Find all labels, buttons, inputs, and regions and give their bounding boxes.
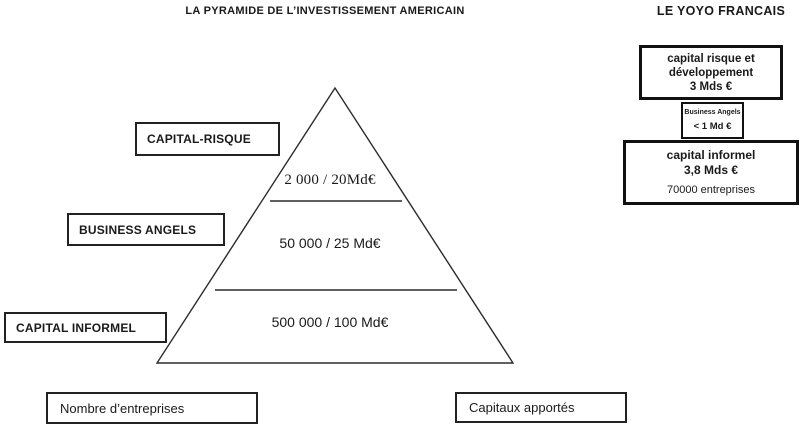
tier-capital-informel-value: 500 000 / 100 Md€ xyxy=(271,314,389,330)
label-capital-informel: CAPITAL INFORMEL xyxy=(16,320,137,335)
label-capital-risque: CAPITAL-RISQUE xyxy=(147,132,251,146)
pyramid-triangle xyxy=(155,86,515,364)
yoyo-box1-amount: 3 Mds € xyxy=(689,81,733,93)
yoyo-box3-label: capital informel xyxy=(666,148,756,162)
title-french-yoyo: LE YOYO FRANCAIS xyxy=(656,4,786,18)
axis-label-number-of-companies: Nombre d’entreprises xyxy=(60,400,185,416)
title-us-pyramid: LA PYRAMIDE DE L’INVESTISSEMENT AMERICAI… xyxy=(185,5,465,17)
yoyo-box-business-angels: Business Angels < 1 Md € xyxy=(681,102,744,139)
label-box-capital-risque: CAPITAL-RISQUE xyxy=(135,122,280,156)
yoyo-box2-label: Business Angels xyxy=(684,109,741,116)
yoyo-box1-line2: développement xyxy=(668,67,754,79)
yoyo-box3-companies: 70000 entreprises xyxy=(666,184,756,196)
axis-box-capital-provided: Capitaux apportés xyxy=(455,392,627,423)
yoyo-box-capital-informel: capital informel 3,8 Mds € 70000 entrepr… xyxy=(623,140,799,205)
tier-business-angels-value: 50 000 / 25 Md€ xyxy=(279,235,381,251)
label-business-angels: BUSINESS ANGELS xyxy=(79,222,197,237)
yoyo-box2-amount: < 1 Md € xyxy=(693,121,732,132)
label-box-capital-informel: CAPITAL INFORMEL xyxy=(4,312,167,343)
yoyo-box1-line1: capital risque et xyxy=(667,53,755,65)
yoyo-box3-amount: 3,8 Mds € xyxy=(683,163,739,177)
axis-label-capital-provided: Capitaux apportés xyxy=(469,400,575,415)
label-box-business-angels: BUSINESS ANGELS xyxy=(67,213,225,246)
tier-capital-risque-value: 2 000 / 20Md€ xyxy=(284,172,376,188)
yoyo-box-capital-risque: capital risque et développement 3 Mds € xyxy=(639,45,783,100)
axis-box-number-of-companies: Nombre d’entreprises xyxy=(46,392,258,424)
